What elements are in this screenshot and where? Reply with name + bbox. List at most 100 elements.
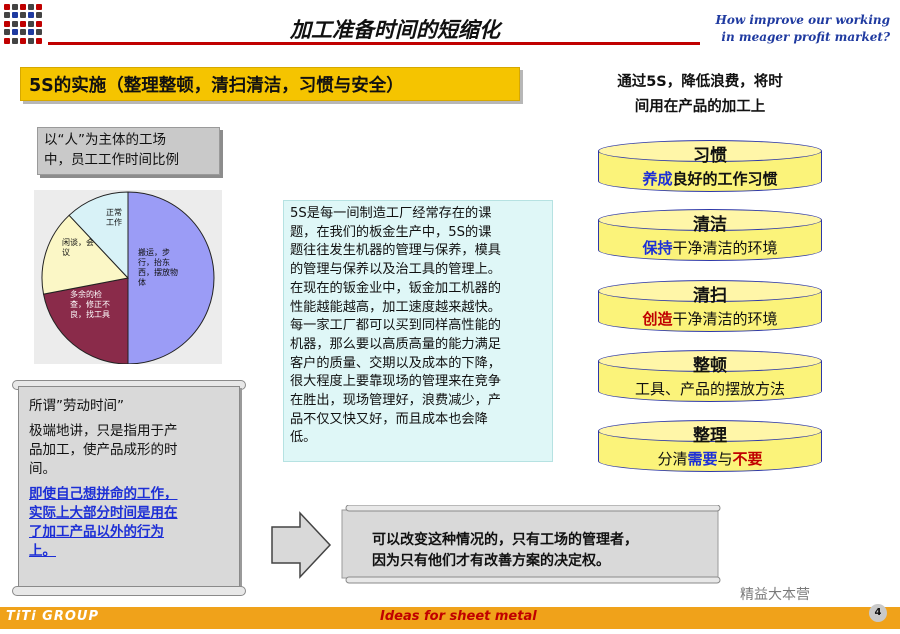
callout-line-1: 可以改变这种情况的，只有工场的管理者， — [372, 532, 638, 548]
labor-heading: 所谓”劳动时间” — [29, 398, 124, 414]
labor-paragraph: 极端地讲，只是指用于产品加工，使产品成形的时间。 — [29, 423, 178, 477]
logo-dot — [28, 4, 34, 10]
steps-heading: 通过5S，降低浪费，将时 间用在产品的加工上 — [580, 70, 820, 120]
info-line: 品不仅又快又好，而且成本也会降 — [290, 411, 488, 427]
steps-heading-line-1: 通过5S，降低浪费，将时 — [617, 74, 783, 90]
step-description: 创造干净清洁的环境 — [598, 308, 822, 329]
step-name: 习惯 — [693, 146, 727, 166]
watermark: 精益大本营 — [740, 587, 810, 603]
pie-slice-transport — [127, 191, 215, 364]
cylinder-fill — [599, 308, 821, 322]
logo-dot — [12, 12, 18, 19]
step-name: 清洁 — [693, 215, 727, 235]
page-number: 4 — [869, 604, 887, 622]
step-desc-part: 干净清洁的环境 — [672, 239, 778, 257]
step-desc-part: 养成 — [642, 170, 673, 188]
logo-dot — [36, 37, 42, 44]
logo-dot — [28, 12, 34, 19]
callout-arrow — [270, 505, 740, 585]
info-line: 低。 — [290, 430, 317, 446]
info-line: 每一家工厂都可以买到同样高性能的 — [290, 318, 501, 334]
logo-dot — [36, 12, 42, 19]
cylinder-fill — [599, 378, 821, 392]
people-ratio-line-2: 中，员工工作时间比例 — [44, 152, 179, 168]
step-description: 养成良好的工作习惯 — [598, 168, 822, 189]
info-line: 很大程度上要靠现场的管理来在竞争 — [290, 374, 501, 390]
tagline-line-1: How improve our working — [715, 13, 890, 27]
logo-dot — [12, 20, 18, 27]
cylinder-fill — [599, 237, 821, 251]
pie-svg — [41, 191, 215, 364]
logo-dot — [20, 29, 26, 36]
logo-dot — [20, 12, 26, 19]
cylinder-fill — [599, 168, 821, 182]
logo-dot — [12, 37, 18, 44]
cylinder-top — [598, 280, 822, 302]
logo-dot — [12, 4, 18, 10]
logo-dot — [20, 20, 26, 27]
step-desc-part: 创造 — [642, 310, 673, 328]
logo-dot — [20, 4, 26, 10]
info-line: 在现在的钣金业中，钣金加工机器的 — [290, 280, 501, 296]
step-cylinder: 习惯养成良好的工作习惯 — [598, 140, 822, 192]
step-desc-part: 分清 — [657, 450, 688, 468]
step-desc-part: 需要 — [687, 450, 718, 468]
info-line: 性能越能越高，加工速度越来越快。 — [290, 299, 501, 315]
step-desc-part: 保持 — [642, 239, 673, 257]
step-description: 工具、产品的摆放方法 — [598, 378, 822, 399]
scroll-curl-bottom — [12, 586, 246, 596]
step-desc-part: 良好的工作习惯 — [672, 170, 778, 188]
labor-emphasis: 即使自己想拼命的工作，实际上大部分时间是用在了加工产品以外的行为上。 — [29, 486, 178, 559]
step-cylinder: 清扫创造干净清洁的环境 — [598, 280, 822, 332]
step-desc-part: 与 — [717, 450, 733, 468]
logo-dot — [28, 20, 34, 27]
tagline-line-2: in meager profit market? — [721, 30, 890, 44]
pie-label-transport: 搬运，步行，抬东西，摆放物体 — [138, 248, 178, 287]
step-name: 整理 — [693, 426, 727, 446]
logo-dot — [4, 12, 10, 19]
cylinder-top — [598, 140, 822, 162]
step-description: 分清需要与不要 — [598, 448, 822, 469]
pie-slice-inspection — [42, 277, 129, 364]
step-desc-part: 工具、产品的摆放方法 — [634, 380, 785, 398]
info-line: 客户的质量、交期以及成本的下降， — [290, 355, 501, 371]
pie-label-inspection: 多余的检查，修正不良，找工具 — [70, 290, 110, 319]
logo-dot — [36, 4, 42, 10]
cylinder-top — [598, 350, 822, 372]
logo-dot — [36, 20, 42, 27]
logo-dot — [36, 29, 42, 36]
company-logo — [4, 4, 44, 44]
callout-text: 可以改变这种情况的，只有工场的管理者， 因为只有他们才有改善方案的决定权。 — [372, 530, 638, 572]
step-desc-part: 干净清洁的环境 — [672, 310, 778, 328]
pie-slice-chat — [41, 214, 129, 295]
callout-arrow-svg — [271, 505, 721, 584]
step-name: 清扫 — [693, 286, 727, 306]
step-name: 整顿 — [693, 356, 727, 376]
step-cylinder: 整顿工具、产品的摆放方法 — [598, 350, 822, 402]
tagline: How improve our working in meager profit… — [716, 12, 890, 46]
section-banner: 5S的实施（整理整顿，清扫清洁，习惯与安全） — [20, 67, 520, 101]
logo-dot — [4, 4, 10, 10]
page-title: 加工准备时间的短缩化 — [290, 18, 500, 42]
pie-label-chat: 闲谈，会议 — [62, 238, 94, 257]
callout-line-2: 因为只有他们才有改善方案的决定权。 — [372, 553, 610, 569]
logo-dot — [4, 29, 10, 36]
labor-time-scroll: 所谓”劳动时间” 极端地讲，只是指用于产品加工，使产品成形的时间。 即使自己想拼… — [18, 386, 240, 591]
cylinder-top — [598, 420, 822, 442]
info-line: 的管理与保养以及治工具的管理上。 — [290, 262, 501, 278]
info-line: 题往往发生机器的管理与保养，模具 — [290, 243, 501, 259]
people-ratio-line-1: 以“人”为主体的工场 — [44, 132, 166, 148]
steps-heading-line-2: 间用在产品的加工上 — [634, 99, 766, 115]
pie-label-normal-work: 正常工作 — [106, 208, 122, 227]
logo-dot — [4, 20, 10, 27]
logo-dot — [28, 29, 34, 36]
info-line: 题，在我们的板金生产中，5S的课 — [290, 224, 492, 240]
people-ratio-box: 以“人”为主体的工场 中，员工工作时间比例 — [37, 127, 220, 175]
step-desc-part: 不要 — [732, 450, 763, 468]
step-cylinder: 整理分清需要与不要 — [598, 420, 822, 472]
logo-dot — [12, 29, 18, 36]
info-line: 机器，那么要以高质高量的能力满足 — [290, 336, 501, 352]
title-underline — [48, 42, 700, 45]
5s-info-box: 5S是每一间制造工厂经常存在的课题，在我们的板金生产中，5S的课题往往发生机器的… — [283, 200, 553, 462]
footer-slogan: Ideas for sheet metal — [380, 609, 537, 624]
